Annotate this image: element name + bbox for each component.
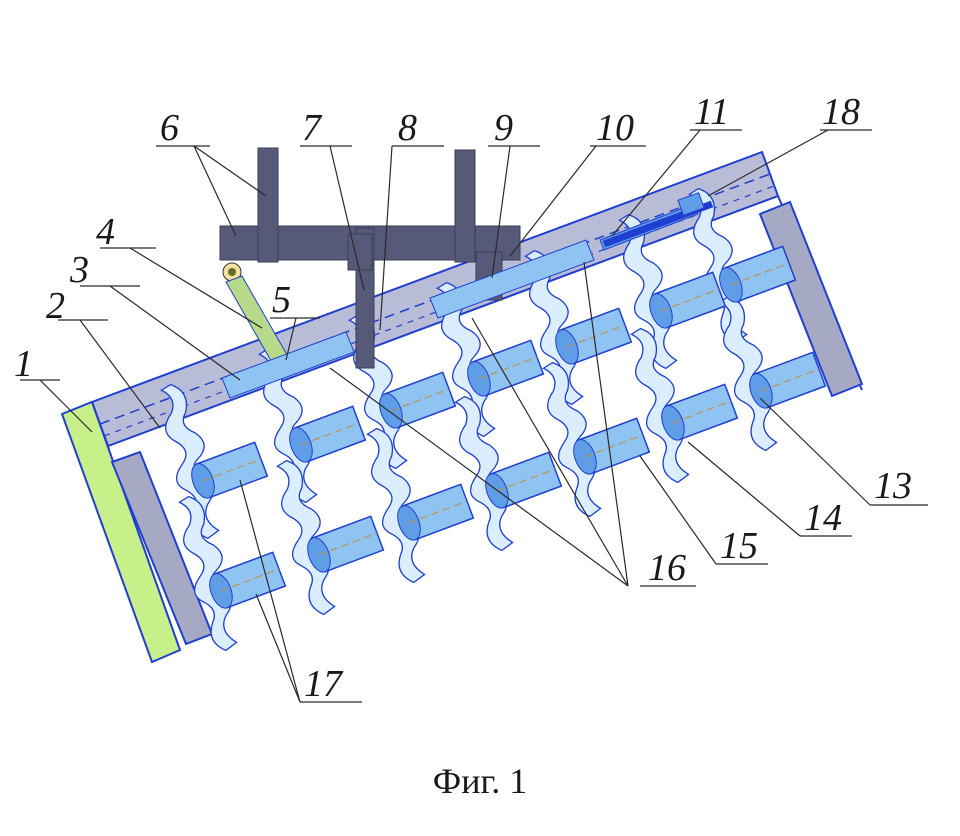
callout-10: 10 (596, 107, 634, 149)
side-plate (60, 400, 182, 664)
rotor-shaft (289, 405, 367, 463)
leader-line (39, 379, 93, 433)
tension-rod (602, 192, 714, 248)
callout-1: 1 (14, 343, 33, 385)
cutting-disc (436, 281, 496, 438)
callout-13: 13 (874, 465, 912, 507)
rotor-shaft (307, 515, 385, 573)
cutting-disc (178, 495, 238, 652)
cutting-disc (718, 295, 778, 452)
leader-lines (20, 129, 928, 703)
callout-17: 17 (304, 663, 344, 705)
leader-line (583, 261, 629, 587)
rotor-shaft (649, 271, 727, 329)
callout-3: 3 (69, 249, 89, 291)
rotor-shaft (397, 483, 475, 541)
rotor-shaft (555, 307, 633, 365)
cutting-disc (258, 347, 318, 504)
rotor-shaft (661, 383, 739, 441)
rotor-shaft (467, 339, 545, 397)
callout-8: 8 (398, 107, 417, 149)
callout-5: 5 (272, 279, 291, 321)
leader-line (471, 317, 629, 587)
rotor-shaft (209, 551, 287, 609)
leader-line (759, 397, 871, 506)
cutting-disc (542, 361, 602, 518)
right-end-plate (758, 200, 864, 398)
leader-line (491, 145, 511, 279)
callout-4: 4 (96, 211, 115, 253)
leader-line (687, 441, 801, 537)
leader-line (329, 367, 629, 587)
callout-11: 11 (694, 91, 729, 133)
leader-line (239, 479, 301, 703)
leader-line (707, 129, 829, 197)
cutting-disc (160, 383, 220, 540)
cutting-disc (524, 249, 584, 406)
callout-6: 6 (160, 107, 179, 149)
leader-line (379, 145, 393, 331)
leader-line (79, 319, 161, 429)
cutting-disc (366, 427, 426, 584)
leader-line (611, 129, 701, 237)
leader-line (509, 145, 597, 257)
cutting-disc (454, 395, 514, 552)
callout-18: 18 (822, 91, 860, 133)
callout-15: 15 (720, 525, 758, 567)
rotor-shaft (379, 371, 457, 429)
rotor-assembly (160, 187, 827, 652)
leader-line (193, 145, 237, 237)
leader-line (109, 285, 241, 381)
cutting-disc (618, 213, 678, 370)
callout-7: 7 (302, 107, 323, 149)
callout-9: 9 (494, 107, 513, 149)
leader-line (255, 593, 301, 703)
callout-2: 2 (46, 285, 65, 327)
rotor-shaft (749, 351, 827, 409)
cutting-disc (276, 459, 336, 616)
figure-caption: Фиг. 1 (432, 761, 528, 801)
cutting-disc (630, 327, 690, 484)
leader-line (193, 145, 267, 197)
leader-line (285, 317, 297, 361)
leader-line (639, 455, 717, 565)
leader-line (129, 247, 263, 329)
rotor-shaft (191, 441, 269, 499)
leader-line (329, 145, 365, 291)
callout-16: 16 (648, 547, 686, 589)
rotor-shaft (573, 417, 651, 475)
callout-14: 14 (804, 497, 842, 539)
rotor-shaft (719, 245, 797, 303)
